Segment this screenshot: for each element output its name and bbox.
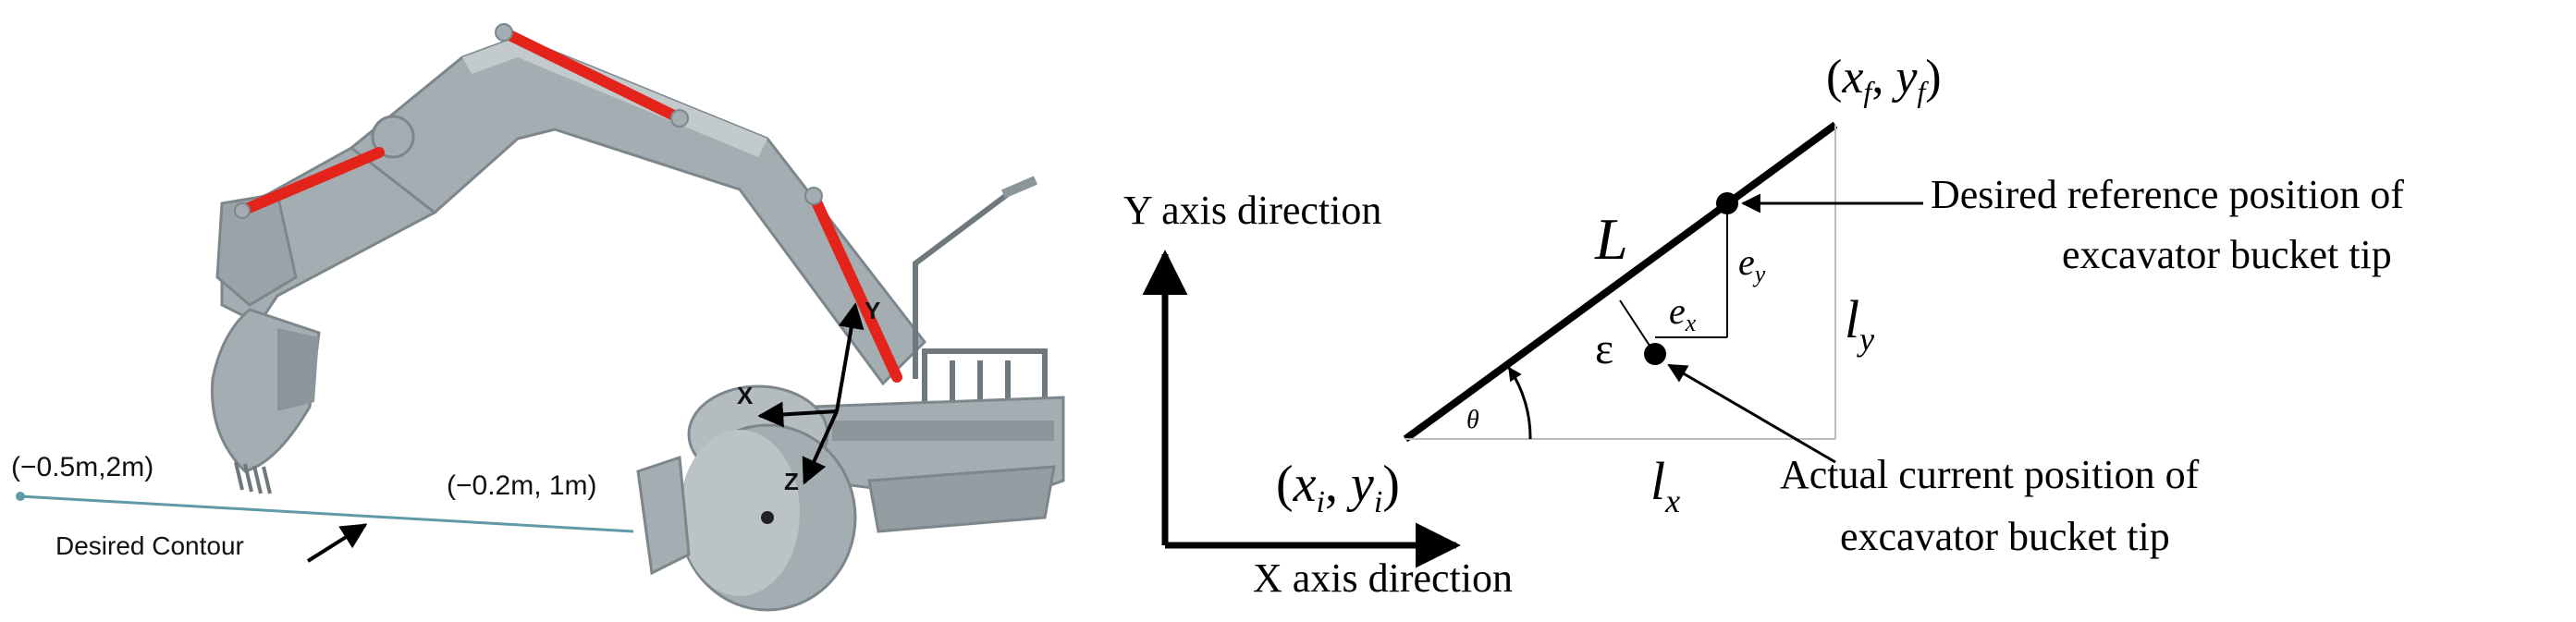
control-lever [1001, 176, 1037, 199]
ey-label: ey [1738, 241, 1766, 287]
frame-x-label: X [737, 382, 754, 409]
cab-frame [913, 177, 1048, 437]
start-point-label: (xi, yi) [1276, 456, 1400, 519]
contour-end-label: (−0.2m, 1m) [447, 470, 597, 501]
epsilon-label: ε [1595, 324, 1613, 373]
actual-position-label-line2: excavator bucket tip [1840, 514, 2170, 559]
front-wheel-rim [680, 430, 800, 596]
theta-label: θ [1466, 406, 1479, 434]
desired-position-label-line1: Desired reference position of [1931, 172, 2404, 217]
desired-contour-group: (−0.5m,2m) (−0.2m, 1m) Desired Contour [11, 452, 634, 563]
cylinder-pins [234, 23, 823, 219]
hydraulic-cylinders [237, 27, 902, 383]
contour-pointer-arrow [306, 523, 368, 563]
excavator-boom-top [462, 37, 767, 157]
lx-label: lx [1650, 451, 1680, 519]
frame-y-axis [835, 302, 865, 412]
frame-z-label: Z [784, 468, 799, 495]
contour-start-label: (−0.5m,2m) [11, 452, 153, 482]
theta-arc [1507, 366, 1532, 440]
frame-y-label: Y [865, 297, 880, 324]
ex-label: ex [1669, 290, 1697, 336]
robot-frame-axes: Y X Z [737, 297, 880, 495]
front-blade [636, 455, 691, 576]
actual-position-label-line1: Actual current position of [1780, 452, 2200, 497]
frame-x-axis [757, 401, 838, 428]
bucket-cylinder [237, 147, 385, 216]
desired-position-dot [1716, 192, 1738, 214]
desired-contour-label: Desired Contour [55, 531, 244, 560]
actual-position-dot [1644, 343, 1666, 365]
bucket-teeth [234, 461, 272, 494]
error-geometry-diagram: Y axis direction X axis direction θ L ε … [1123, 51, 2404, 601]
contour-start-point [16, 492, 25, 501]
x-axis-direction-label: X axis direction [1253, 555, 1513, 601]
line-L-label: L [1594, 206, 1628, 272]
reference-line-L [1403, 121, 1838, 443]
desired-position-label-line2: excavator bucket tip [2062, 232, 2392, 277]
chassis-beam [832, 421, 1054, 441]
wheel-hub [761, 511, 774, 524]
frame-z-axis [802, 410, 839, 485]
arm-cylinder [498, 27, 685, 124]
excavator-track [867, 465, 1056, 533]
bucket-side [277, 328, 319, 411]
y-axis-direction-label: Y axis direction [1123, 188, 1381, 233]
boom-pin [371, 115, 415, 159]
excavator-model: Y X Z [210, 23, 1065, 612]
actual-pointer-arrow [1667, 363, 1836, 464]
ly-label: ly [1845, 289, 1874, 358]
end-point-label: (xf, yf) [1826, 51, 1942, 108]
boom-cylinder [808, 190, 902, 383]
desired-contour-line [19, 494, 634, 533]
